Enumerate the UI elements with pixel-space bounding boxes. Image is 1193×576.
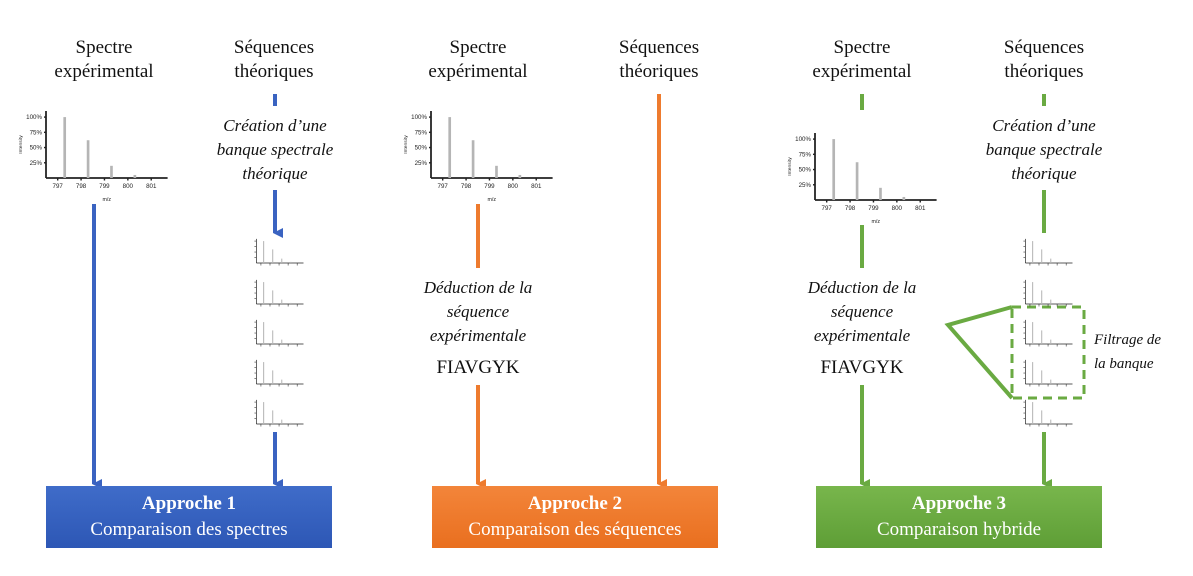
x-axis-label: m/z bbox=[872, 219, 881, 225]
y-tick-label: 25% bbox=[30, 160, 43, 167]
x-axis-label: m/z bbox=[103, 197, 112, 203]
a1-bank-spectrum-1 bbox=[254, 238, 304, 266]
a2-experimental-spectrum: 100% 75% 50% 25% 797 798 799 800 801 m/z Intensity bbox=[403, 111, 553, 203]
a1-left-title-line1: Spectre bbox=[75, 37, 133, 58]
a2-right-title-line2: théoriques bbox=[619, 61, 699, 82]
filter-dashed-box bbox=[1010, 305, 1086, 400]
a3-left-title: Spectre expérimental bbox=[792, 36, 932, 84]
x-axis-label: m/z bbox=[488, 197, 497, 203]
y-tick-label: 75% bbox=[415, 129, 428, 136]
a1-left-title: Spectre expérimental bbox=[34, 36, 174, 84]
a1-right-process: Création d’une banque spectrale théoriqu… bbox=[194, 114, 356, 186]
a1-right-process-line1: Création d’une bbox=[223, 116, 327, 135]
y-tick-label: 50% bbox=[415, 145, 428, 152]
a1-bank-spectrum-5 bbox=[254, 399, 304, 427]
a3-left-process-line3: expérimentale bbox=[813, 326, 911, 345]
a2-left-process-line1: Déduction de la bbox=[423, 278, 533, 297]
a2-left-process: Déduction de la séquence expérimentale bbox=[402, 276, 554, 348]
approach-1-box: Approche 1 Comparaison des spectres bbox=[46, 486, 332, 548]
a3-right-process-line2: banque spectrale bbox=[985, 140, 1103, 159]
y-tick-label: 25% bbox=[799, 182, 812, 189]
a3-left-title-line1: Spectre bbox=[833, 37, 891, 58]
x-tick-label: 798 bbox=[461, 183, 472, 190]
x-tick-label: 801 bbox=[146, 183, 157, 190]
approach-3-subtitle: Comparaison hybride bbox=[876, 519, 1042, 540]
a1-right-process-line3: théorique bbox=[242, 164, 308, 183]
a2-left-process-line2: séquence bbox=[446, 302, 510, 321]
x-tick-label: 797 bbox=[53, 183, 64, 190]
approach-1-title: Approche 1 bbox=[141, 493, 237, 514]
a3-left-title-line2: expérimental bbox=[812, 61, 912, 82]
a1-experimental-spectrum: 100% 75% 50% 25% 797 798 799 800 801 m/z Intensity bbox=[18, 111, 168, 203]
a1-bank-spectrum-4 bbox=[254, 359, 304, 387]
y-tick-label: 100% bbox=[26, 114, 42, 121]
y-axis-label: Intensity bbox=[787, 157, 793, 176]
x-tick-label: 799 bbox=[484, 183, 495, 190]
y-axis-label: Intensity bbox=[403, 135, 409, 154]
y-tick-label: 100% bbox=[411, 114, 427, 121]
x-tick-label: 800 bbox=[892, 205, 903, 212]
x-tick-label: 797 bbox=[822, 205, 833, 212]
approach-2-subtitle: Comparaison des séquences bbox=[468, 519, 682, 540]
a2-left-title-line2: expérimental bbox=[428, 61, 528, 82]
a1-right-title-line2: théoriques bbox=[234, 61, 314, 82]
a3-right-title-line2: théoriques bbox=[1004, 61, 1084, 82]
x-tick-label: 797 bbox=[438, 183, 449, 190]
a2-left-title-line1: Spectre bbox=[449, 37, 507, 58]
filter-wedge bbox=[944, 305, 1014, 400]
approach-2-title: Approche 2 bbox=[527, 493, 623, 514]
approach-2-box: Approche 2 Comparaison des séquences bbox=[432, 486, 718, 548]
x-tick-label: 801 bbox=[915, 205, 926, 212]
a2-left-title: Spectre expérimental bbox=[408, 36, 548, 84]
approach-3-box: Approche 3 Comparaison hybride bbox=[816, 486, 1102, 548]
y-tick-label: 100% bbox=[795, 136, 811, 143]
a1-right-title: Séquences théoriques bbox=[204, 36, 344, 84]
x-tick-label: 801 bbox=[531, 183, 542, 190]
a3-bank-spectrum-1 bbox=[1023, 238, 1073, 266]
approach-1-subtitle: Comparaison des spectres bbox=[90, 519, 288, 540]
filter-label-line1: Filtrage de bbox=[1094, 332, 1162, 348]
x-tick-label: 800 bbox=[508, 183, 519, 190]
x-tick-label: 798 bbox=[845, 205, 856, 212]
a3-left-process-line2: séquence bbox=[830, 302, 894, 321]
a1-right-title-line1: Séquences bbox=[233, 37, 315, 58]
approach-3-title: Approche 3 bbox=[911, 493, 1007, 514]
filter-label: Filtrage de la banque bbox=[1094, 328, 1190, 376]
y-tick-label: 75% bbox=[799, 151, 812, 158]
y-tick-label: 75% bbox=[30, 129, 43, 136]
a3-bank-spectrum-4 bbox=[1023, 359, 1073, 387]
a3-right-process-line1: Création d’une bbox=[992, 116, 1096, 135]
a3-left-process: Déduction de la séquence expérimentale bbox=[786, 276, 938, 348]
x-tick-label: 799 bbox=[99, 183, 110, 190]
y-tick-label: 25% bbox=[415, 160, 428, 167]
a1-bank-spectrum-3 bbox=[254, 319, 304, 347]
a3-bank-spectrum-5 bbox=[1023, 399, 1073, 427]
a3-sequence: FIAVGYK bbox=[820, 357, 904, 378]
a1-right-process-line2: banque spectrale bbox=[216, 140, 334, 159]
a3-right-process: Création d’une banque spectrale théoriqu… bbox=[963, 114, 1125, 186]
a2-left-process-line3: expérimentale bbox=[429, 326, 527, 345]
a1-bank-spectrum-2 bbox=[254, 279, 304, 307]
y-axis-label: Intensity bbox=[18, 135, 24, 154]
x-tick-label: 798 bbox=[76, 183, 87, 190]
a2-sequence: FIAVGYK bbox=[436, 357, 520, 378]
a3-right-title: Séquences théoriques bbox=[974, 36, 1114, 84]
a2-right-title-line1: Séquences bbox=[618, 37, 700, 58]
x-tick-label: 800 bbox=[123, 183, 134, 190]
y-tick-label: 50% bbox=[799, 167, 812, 174]
a3-bank-spectrum-3 bbox=[1023, 319, 1073, 347]
x-tick-label: 799 bbox=[868, 205, 879, 212]
a3-right-process-line3: théorique bbox=[1011, 164, 1077, 183]
a3-right-title-line1: Séquences bbox=[1003, 37, 1085, 58]
a1-left-title-line2: expérimental bbox=[54, 61, 154, 82]
a3-bank-spectrum-2 bbox=[1023, 279, 1073, 307]
a3-experimental-spectrum: 100% 75% 50% 25% 797 798 799 800 801 m/z Intensity bbox=[787, 133, 937, 225]
filter-label-line2: la banque bbox=[1094, 356, 1154, 372]
y-tick-label: 50% bbox=[30, 145, 43, 152]
a3-left-process-line1: Déduction de la bbox=[807, 278, 917, 297]
a2-right-title: Séquences théoriques bbox=[589, 36, 729, 84]
